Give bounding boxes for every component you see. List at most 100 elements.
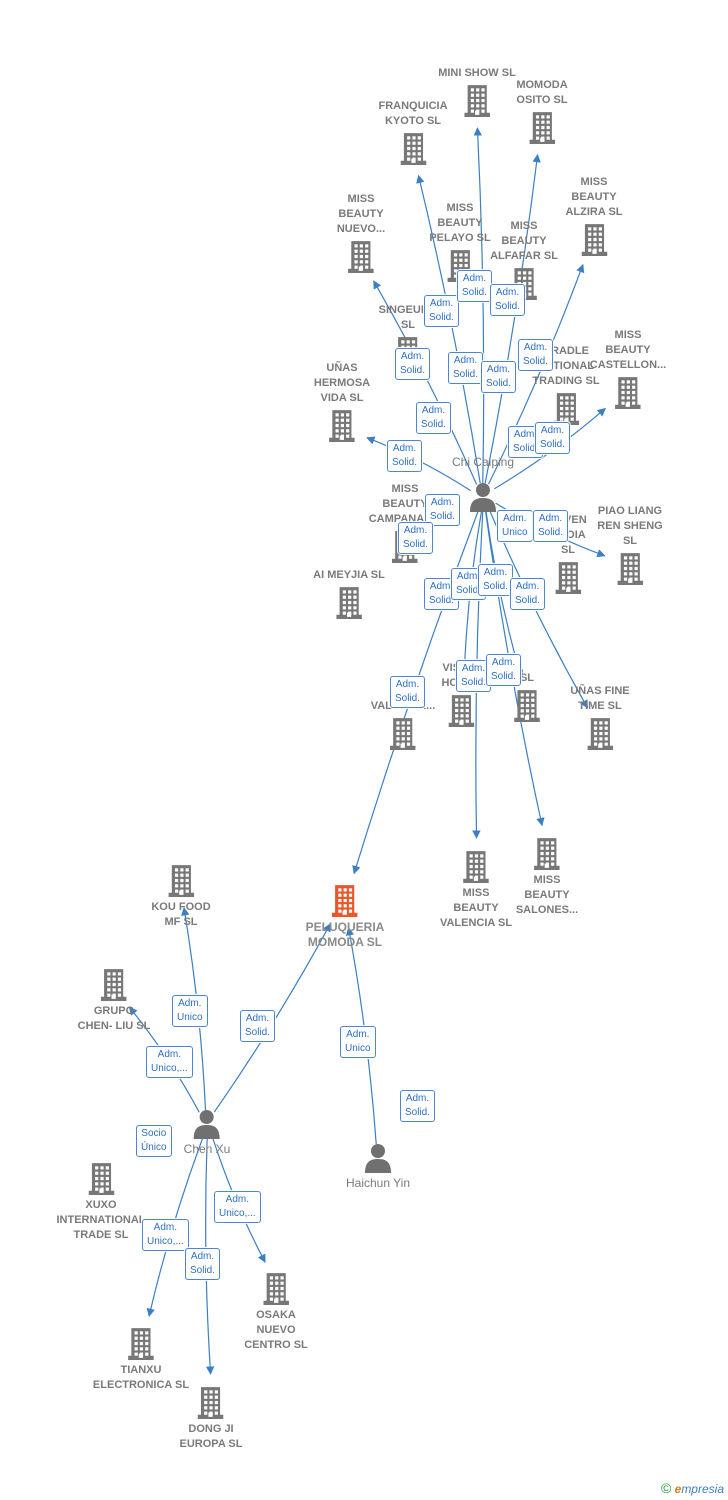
empresia-brand[interactable]: © empresia [661,1480,724,1496]
role-badge[interactable]: Socio Único [136,1125,172,1157]
brand-initial: e [674,1482,682,1496]
role-badge[interactable]: Adm. Solid. [424,295,460,327]
node-label: PELUQUERIA MOMODA SL [305,920,385,949]
node-koufood[interactable]: KOU FOOD MF SL [151,863,211,930]
node-dongji[interactable]: DONG JI EUROPA SL [179,1385,243,1452]
role-badge[interactable]: Adm. Solid. [490,284,526,316]
node-tianxu[interactable]: TIANXU ELECTRONICA SL [93,1326,189,1393]
node-label: TIANXU ELECTRONICA SL [92,1364,190,1391]
edge-chi-missalzira [487,263,585,485]
role-badge[interactable]: Adm. Solid. [448,352,484,384]
role-badge[interactable]: Adm. Solid. [510,578,546,610]
node-chi[interactable]: Chi Caiping [452,455,514,512]
node-label: GRUPO CHEN- LIU SL [77,1005,151,1032]
building-icon [448,695,474,727]
node-minishow[interactable]: MINI SHOW SL [438,66,516,117]
node-label: UÑAS FINE TIME SL [570,685,630,712]
node-misssalones[interactable]: MISS BEAUTY SALONES... [516,836,578,918]
node-unasfine[interactable]: UÑAS FINE TIME SL [570,684,630,750]
node-unashermosa[interactable]: UÑAS HERMOSA VIDA SL [314,361,370,442]
building-icon [198,1387,224,1419]
node-label: SINGEURO SL [378,304,438,331]
node-label: MISS BEAUTY ALZIRA SL [565,176,623,218]
node-label: KOU FOOD MF SL [151,901,211,928]
role-badge[interactable]: Adm. Unico [340,1026,376,1058]
role-badge[interactable]: Adm. Solid. [481,361,517,393]
node-aimeyjia[interactable]: AI MEYJIA SL [313,568,385,619]
person-icon [193,1110,220,1139]
role-badge[interactable]: Adm. Unico,... [214,1191,261,1223]
building-icon [553,393,579,425]
edge-chi-franquicia [416,174,481,484]
building-icon [263,1273,289,1305]
role-badge[interactable]: Adm. Unico,... [146,1046,193,1078]
building-icon [615,377,641,409]
building-icon [329,410,355,442]
role-badge[interactable]: Adm. Solid. [240,1010,276,1042]
node-chen[interactable]: Chen Xu [184,1109,230,1157]
role-badge[interactable]: Adm. Unico [172,995,208,1027]
role-badge[interactable]: Adm. Unico [497,510,533,542]
role-badge[interactable]: Adm. Solid. [416,402,452,434]
role-badge[interactable]: Adm. Solid. [387,440,423,472]
node-xuxo[interactable]: XUXO INTERNATIONAL TRADE SL [56,1161,146,1243]
role-badge[interactable]: Adm. Solid. [395,348,431,380]
node-label: Haichun Yin [345,1176,411,1190]
building-icon [88,1163,114,1195]
node-label: AI MEYJIA SL [313,569,385,581]
node-haichun[interactable]: Haichun Yin [346,1143,410,1191]
edge-chi-momodaosito [484,153,541,484]
node-missnuevo[interactable]: MISS BEAUTY NUEVO... [337,192,385,273]
role-badge[interactable]: Adm. Solid. [425,494,461,526]
role-badge[interactable]: Adm. Solid. [457,270,493,302]
node-missalzira[interactable]: MISS BEAUTY ALZIRA SL [565,175,623,256]
node-missvalencia[interactable]: MISS BEAUTY VALENCIA SL [440,849,512,931]
node-label: MISS BEAUTY SALONES... [515,874,579,916]
role-badge[interactable]: Adm. Solid. [518,339,554,371]
building-icon [587,718,613,750]
node-label: Chi Caiping [451,455,515,469]
role-badge[interactable]: Adm. Solid. [456,660,492,692]
node-label: PIAO LIANG REN SHENG SL [597,505,663,547]
building-icon [555,562,581,594]
node-label: DONG JI EUROPA SL [179,1423,243,1450]
role-badge[interactable]: Adm. Solid. [185,1248,221,1280]
node-label: FRANQUICIA KYOTO SL [378,100,448,127]
building-icon [332,885,358,917]
role-badge[interactable]: Adm. Solid. [478,564,514,596]
building-icon [617,553,643,585]
role-badge[interactable]: Adm. Solid. [486,654,522,686]
node-label: OSAKA NUEVO CENTRO SL [244,1309,308,1351]
node-osaka[interactable]: OSAKA NUEVO CENTRO SL [244,1271,308,1353]
role-badge[interactable]: Adm. Solid. [533,510,569,542]
role-badge[interactable]: Adm. Solid. [390,676,426,708]
node-pel[interactable]: PELUQUERIA MOMODA SL [305,883,385,950]
node-label: MISS BEAUTY CAMPANAR... [368,483,442,525]
building-icon [390,718,416,750]
node-missbcastellon[interactable]: MISS BEAUTY CASTELLON... [590,328,666,409]
role-badge[interactable]: Adm. Solid. [400,1090,436,1122]
building-icon [464,85,490,117]
role-badge[interactable]: Adm. Solid. [398,522,434,554]
node-franquicia[interactable]: FRANQUICIA KYOTO SL [378,99,448,165]
building-icon [463,851,489,883]
role-badge[interactable]: Adm. Solid. [535,422,571,454]
node-piaoliang[interactable]: PIAO LIANG REN SHENG SL [597,504,663,585]
node-momodaosito[interactable]: MOMODA OSITO SL [516,78,568,144]
building-icon [529,112,555,144]
building-icon [336,587,362,619]
node-grupochen[interactable]: GRUPO CHEN- LIU SL [77,967,151,1034]
building-icon [534,838,560,870]
building-icon [581,224,607,256]
node-sl[interactable]: SL [514,671,540,722]
node-label: MISS BEAUTY ALFAFAR SL [490,220,558,262]
node-missalfafar[interactable]: MISS BEAUTY ALFAFAR SL [490,219,558,300]
node-label: MISS BEAUTY CASTELLON... [589,329,667,371]
edge-chi-missnuevo [373,280,478,485]
node-label: XUXO INTERNATIONAL TRADE SL [56,1199,146,1241]
building-icon [101,969,127,1001]
node-label: MISS BEAUTY PELAYO SL [429,202,491,244]
node-label: MINI SHOW SL [438,67,516,79]
edge-chi-minishow [473,127,485,484]
role-badge[interactable]: Adm. Unico,... [142,1219,189,1251]
